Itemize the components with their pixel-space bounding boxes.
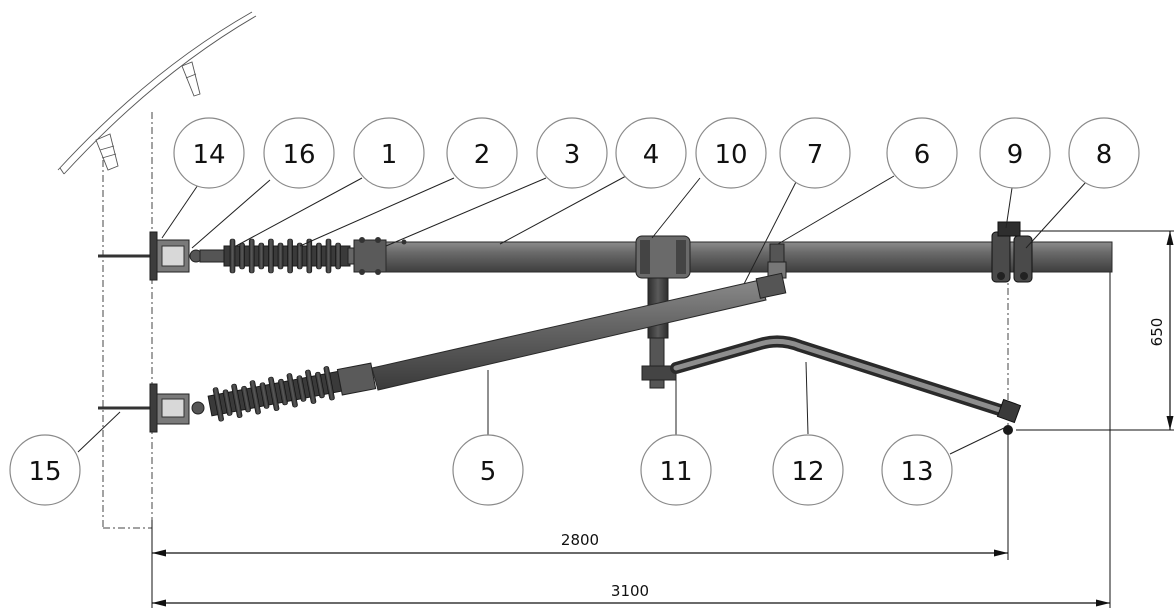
svg-text:9: 9: [1007, 140, 1024, 170]
mast-bracket-top: [149, 231, 158, 281]
svg-text:10: 10: [714, 140, 747, 170]
dim-2800-label: 2800: [561, 531, 599, 549]
steady-arm-assembly: [641, 335, 1022, 435]
insulator-shed: [231, 383, 243, 419]
insulator-shed: [259, 382, 270, 409]
insulator-shed: [325, 238, 332, 274]
tube-clamp-top: [353, 239, 387, 273]
svg-text:4: 4: [643, 140, 660, 170]
balloon-8: 8: [1068, 117, 1140, 189]
svg-text:15: 15: [28, 457, 61, 487]
mast-bracket-bottom: [149, 383, 158, 433]
svg-text:8: 8: [1096, 140, 1113, 170]
svg-text:5: 5: [480, 457, 497, 487]
svg-text:12: 12: [791, 457, 824, 487]
insulator-shed: [296, 242, 303, 270]
balloon-4: 4: [615, 117, 687, 189]
tube-clamp-bottom: [336, 362, 377, 396]
wire-clamp-9-8: [991, 221, 1033, 283]
leader-lines: [77, 175, 1087, 455]
insulator-shed: [241, 385, 251, 413]
svg-text:3: 3: [564, 140, 581, 170]
balloon-15: 15: [9, 434, 81, 506]
svg-text:2: 2: [474, 140, 491, 170]
part-balloons: 14 16 1 2 3 4 10 7 6 9 8 15 5 11 12 13: [9, 117, 1140, 506]
svg-text:16: 16: [282, 140, 315, 170]
svg-text:1: 1: [381, 140, 398, 170]
insulator-shed: [268, 238, 274, 274]
balloon-6: 6: [886, 117, 958, 189]
balloon-9: 9: [979, 117, 1051, 189]
insulator-shed: [239, 242, 245, 270]
fitting-7: [755, 272, 787, 299]
insulator-top: [223, 238, 351, 274]
insulator-shed: [323, 366, 335, 401]
dim-650-arrow-bottom: [1166, 416, 1174, 430]
balloon-7: 7: [779, 117, 851, 189]
svg-text:7: 7: [807, 140, 824, 170]
insulator-shed: [335, 242, 341, 270]
insulator-shed: [287, 238, 293, 274]
insulator-shed: [229, 238, 236, 274]
balloon-3: 3: [536, 117, 608, 189]
balloon-5: 5: [452, 434, 524, 506]
insulator-shed: [258, 242, 265, 270]
dim-650-arrow-top: [1166, 231, 1174, 245]
dim-650-label: 650: [1148, 318, 1166, 347]
balloon-1: 1: [353, 117, 425, 189]
mast-sketch: [57, 11, 257, 529]
balloon-2: 2: [446, 117, 518, 189]
dim-2800-arrow-left: [152, 549, 166, 557]
insulator-shed: [315, 371, 325, 399]
fitting-13: [996, 398, 1022, 424]
balloon-13: 13: [881, 434, 953, 506]
insulator-shed: [268, 376, 280, 411]
dim-3100-arrow-right: [1096, 599, 1110, 607]
insulator-shed: [277, 242, 284, 270]
svg-text:14: 14: [192, 140, 225, 170]
insulator-shed: [249, 380, 261, 415]
insulator-shed: [296, 375, 307, 402]
steady-arm: [673, 338, 1009, 415]
svg-text:6: 6: [914, 140, 931, 170]
balloon-10: 10: [695, 117, 767, 189]
dim-2800-arrow-right: [994, 549, 1008, 557]
svg-text:11: 11: [659, 457, 692, 487]
insulator-shed: [286, 373, 298, 408]
insulator-shed: [248, 238, 255, 274]
balloon-12: 12: [772, 434, 844, 506]
diagonal-tube-assembly: [98, 272, 787, 433]
insulator-shed: [222, 389, 233, 416]
dim-3100-label: 3100: [611, 582, 649, 600]
balloon-16: 16: [263, 117, 335, 189]
insulator-shed: [278, 378, 288, 406]
insulator-bottom: [207, 362, 377, 422]
top-tube-assembly: [98, 221, 1113, 339]
svg-text:13: 13: [900, 457, 933, 487]
insulator-shed: [306, 238, 313, 274]
insulator-shed: [316, 242, 322, 270]
diagonal-tube: [371, 279, 767, 391]
balloon-11: 11: [640, 434, 712, 506]
insulator-shed: [212, 387, 224, 422]
insulator-shed: [305, 369, 317, 404]
top-tube: [385, 241, 1113, 273]
dimension-lines: 2800 3100 650: [151, 228, 1174, 608]
dim-3100-arrow-left: [152, 599, 166, 607]
balloon-14: 14: [173, 117, 245, 189]
